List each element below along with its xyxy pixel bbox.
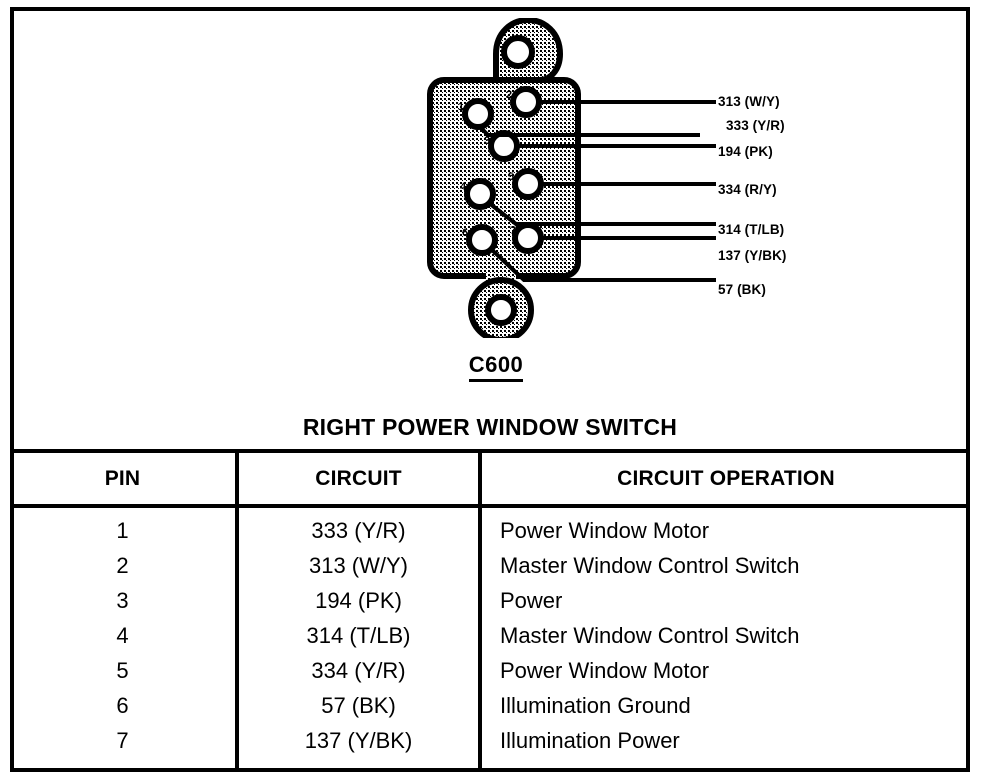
table-row: 7 137 (Y/BK) Illumination Power [10, 723, 970, 758]
bottom-tab-hole [485, 294, 517, 326]
cell-pin: 4 [116, 623, 129, 648]
cell-pin: 7 [116, 728, 129, 753]
table-row: 4 314 (T/LB) Master Window Control Switc… [10, 618, 970, 653]
cell-pin: 3 [116, 588, 129, 613]
connector-id-label: C600 [468, 352, 524, 382]
cell-operation: Illumination Ground [500, 693, 691, 718]
pin-number-6: 6 [462, 227, 468, 239]
table-body: 1 333 (Y/R) Power Window Motor 2 313 (W/… [10, 513, 970, 758]
pinout-table: RIGHT POWER WINDOW SWITCH PIN CIRCUIT CI… [10, 405, 970, 772]
pin-hole-4 [464, 178, 496, 210]
pin-number-4: 4 [460, 181, 467, 193]
wire-label-194: 194 (PK) [718, 144, 773, 159]
cell-circuit: 314 (T/LB) [306, 623, 411, 648]
connector-drawing: 1 2 3 4 5 6 7 [427, 18, 716, 338]
cell-pin: 5 [116, 658, 129, 683]
cell-operation: Master Window Control Switch [500, 553, 800, 578]
pin-hole-1 [462, 98, 494, 130]
table-rule-below-title [10, 449, 970, 453]
wire-label-list: 313 (W/Y) 333 (Y/R) 194 (PK) 334 (R/Y) 3… [718, 18, 908, 318]
pin-cavities [462, 86, 544, 256]
leader-lines [478, 100, 716, 282]
wire-label-314: 314 (T/LB) [718, 222, 785, 237]
table-row: 1 333 (Y/R) Power Window Motor [10, 513, 970, 548]
wire-label-333: 333 (Y/R) [726, 118, 785, 133]
table-header-row: PIN CIRCUIT CIRCUIT OPERATION [10, 453, 970, 504]
cell-circuit: 57 (BK) [321, 693, 396, 718]
connector-illustration: 1 2 3 4 5 6 7 [400, 18, 880, 338]
pin-hole-6 [466, 224, 498, 256]
cell-operation: Power Window Motor [500, 518, 710, 543]
table-rule-below-header [10, 504, 970, 508]
table-row: 3 194 (PK) Power [10, 583, 970, 618]
cell-pin: 2 [116, 553, 129, 578]
pin-hole-2 [510, 86, 542, 118]
leader-line-57 [489, 247, 716, 282]
cell-pin: 6 [116, 693, 129, 718]
pin-number-labels: 1 2 3 4 5 6 7 [458, 89, 516, 239]
table-row: 2 313 (W/Y) Master Window Control Switch [10, 548, 970, 583]
pin-number-3: 3 [484, 135, 490, 147]
connector-id-block: C600 [0, 352, 992, 382]
table-column-divider-1 [235, 449, 239, 772]
cell-circuit: 137 (Y/BK) [304, 728, 413, 753]
column-header-pin: PIN [104, 467, 141, 490]
pin-number-5: 5 [508, 171, 514, 183]
cell-circuit: 194 (PK) [315, 588, 402, 613]
table-column-divider-2 [478, 449, 482, 772]
pin-number-1: 1 [458, 101, 464, 113]
leader-line-314 [487, 201, 716, 226]
wire-label-313: 313 (W/Y) [718, 94, 780, 109]
table-row: 6 57 (BK) Illumination Ground [10, 688, 970, 723]
column-header-circuit: CIRCUIT [315, 467, 402, 490]
cell-circuit: 333 (Y/R) [311, 518, 406, 543]
table-row: 5 334 (Y/R) Power Window Motor [10, 653, 970, 688]
cell-operation: Illumination Power [500, 728, 680, 753]
cell-operation: Power Window Motor [500, 658, 710, 683]
page-border [10, 7, 970, 772]
table-title: RIGHT POWER WINDOW SWITCH [302, 414, 678, 440]
cell-operation: Master Window Control Switch [500, 623, 800, 648]
top-tab-hole [501, 35, 535, 69]
pin-hole-7 [512, 222, 544, 254]
leader-line-333 [478, 125, 700, 137]
wire-label-334: 334 (R/Y) [718, 182, 777, 197]
wire-label-137: 137 (Y/BK) [718, 248, 787, 263]
cell-operation: Power [500, 588, 563, 613]
bottom-mounting-tab [468, 258, 534, 338]
cell-pin: 1 [116, 518, 129, 543]
cell-circuit: 334 (Y/R) [311, 658, 406, 683]
connector-body [427, 77, 581, 279]
pin-number-7: 7 [510, 225, 516, 237]
pin-hole-5 [512, 168, 544, 200]
cell-circuit: 313 (W/Y) [308, 553, 409, 578]
column-header-operation: CIRCUIT OPERATION [617, 467, 835, 490]
pin-number-2: 2 [506, 89, 512, 101]
wire-label-57: 57 (BK) [718, 282, 766, 297]
